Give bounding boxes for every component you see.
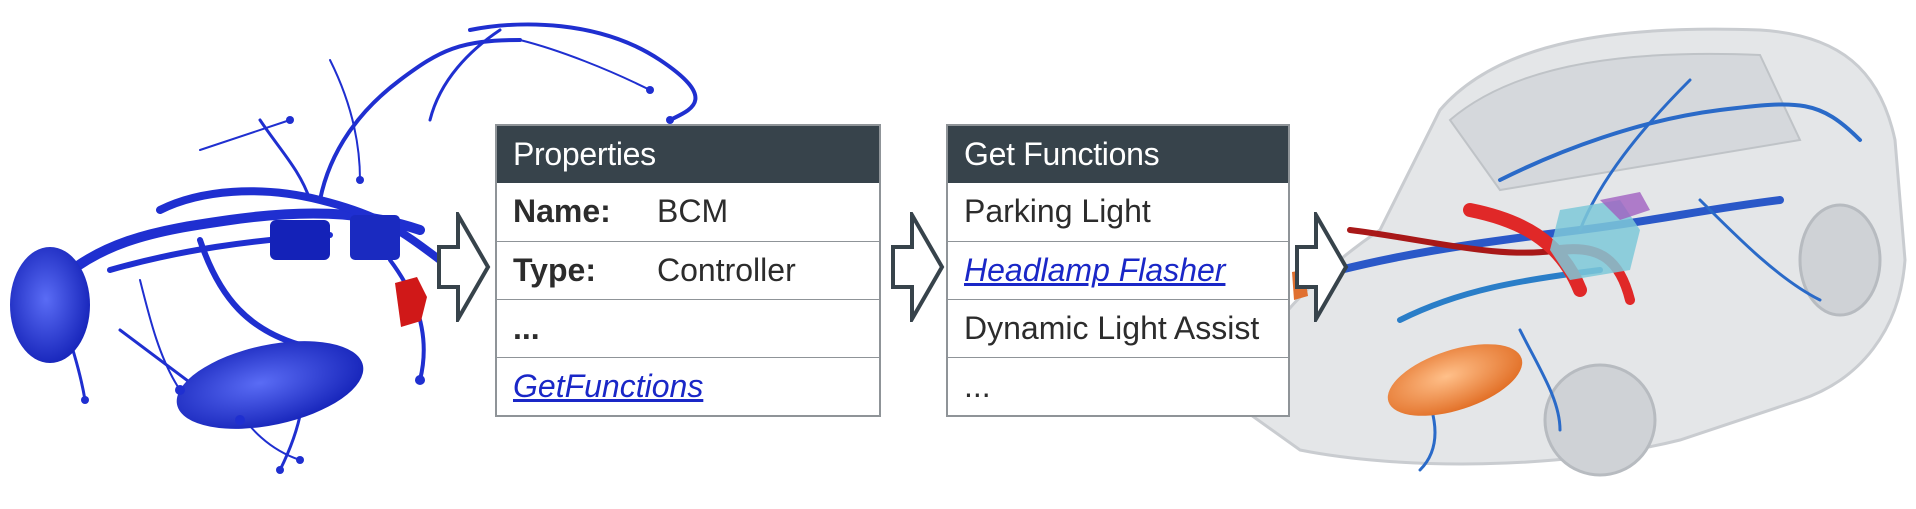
get-functions-link[interactable]: GetFunctions (513, 368, 704, 404)
property-row-more: ... (497, 299, 879, 357)
function-label: Dynamic Light Assist (964, 310, 1260, 346)
function-row[interactable]: Headlamp Flasher (948, 241, 1288, 299)
arrow-right-icon (1295, 212, 1349, 322)
property-value: BCM (657, 193, 729, 229)
functions-table: Get Functions Parking Light Headlamp Fla… (946, 124, 1290, 417)
property-row-link: GetFunctions (497, 357, 879, 415)
property-label: Type: (513, 252, 596, 288)
property-row-name: Name: BCM (497, 183, 879, 241)
function-row[interactable]: Dynamic Light Assist (948, 299, 1288, 357)
arrow-right-icon (891, 212, 945, 322)
functions-header: Get Functions (948, 126, 1288, 183)
arrow-right-icon (437, 212, 491, 322)
function-label: ... (964, 368, 991, 404)
property-value: Controller (657, 252, 796, 288)
property-label: Name: (513, 193, 611, 229)
wiring-harness-illustration (10, 22, 698, 474)
property-row-type: Type: Controller (497, 241, 879, 299)
function-label: Parking Light (964, 193, 1151, 229)
ellipsis-text: ... (513, 310, 540, 346)
properties-header: Properties (497, 126, 879, 183)
function-row: ... (948, 357, 1288, 415)
function-row[interactable]: Parking Light (948, 183, 1288, 241)
properties-table: Properties Name:BCM Type:Controller ... … (495, 124, 881, 417)
headlamp-flasher-link[interactable]: Headlamp Flasher (964, 252, 1226, 288)
